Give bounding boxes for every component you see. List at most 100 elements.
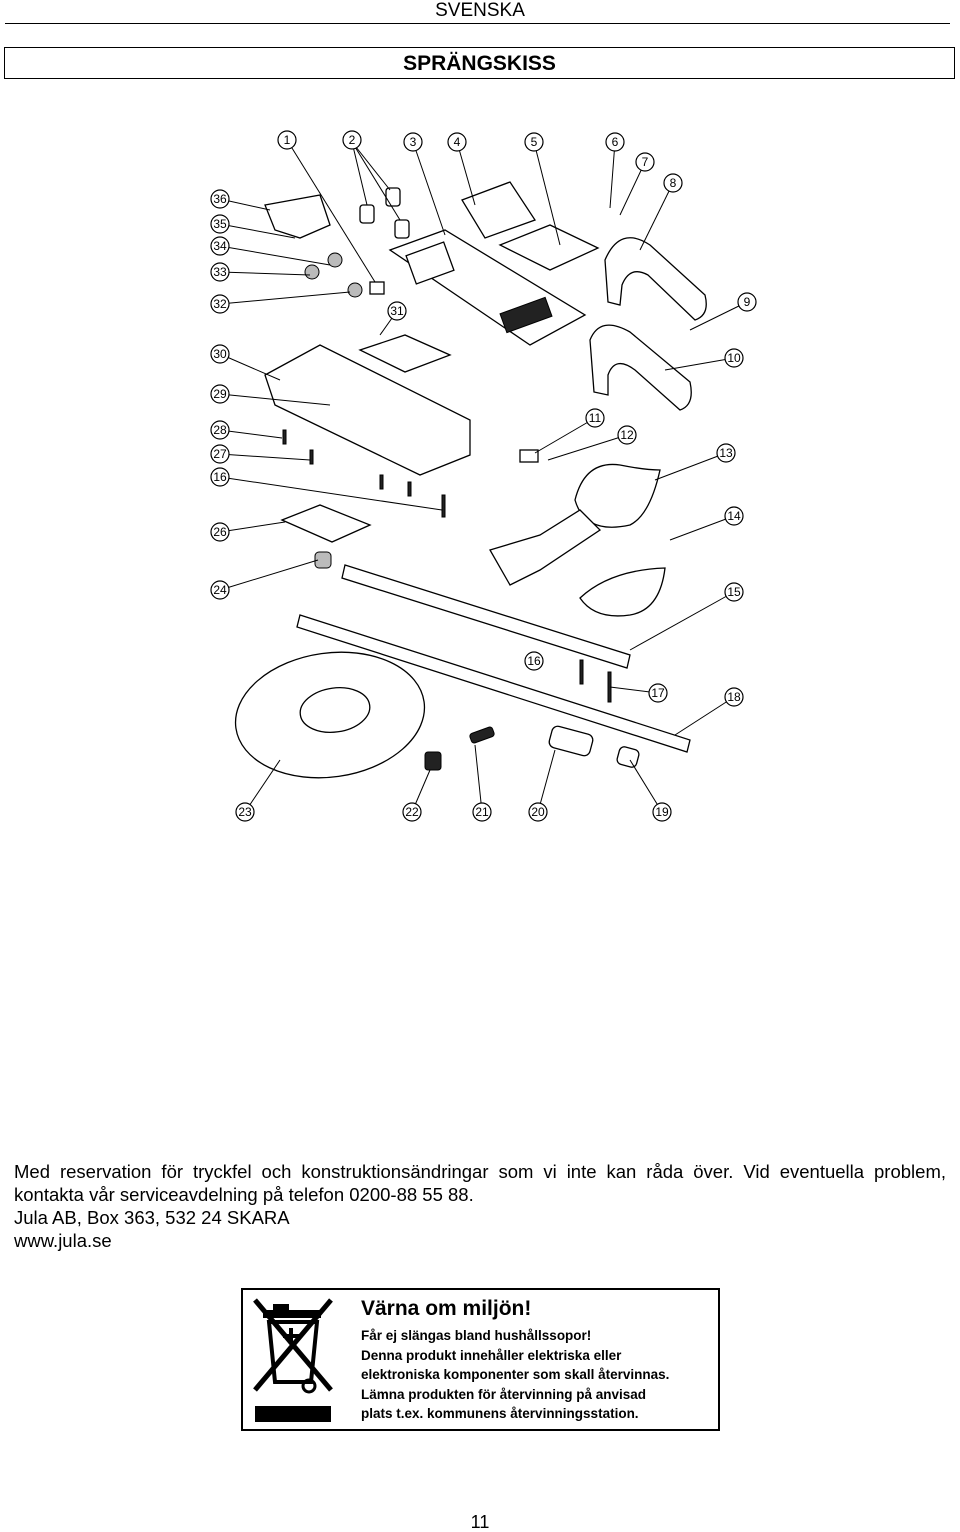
callout-32: 32 <box>210 294 230 314</box>
callout-11: 11 <box>585 408 605 428</box>
part-screw-f <box>579 659 584 685</box>
notice-line-2: Denna produkt innehåller elektriska elle… <box>361 1347 622 1363</box>
svg-text:19: 19 <box>655 805 669 819</box>
notice-line-5: plats t.ex. kommunens återvinningsstatio… <box>361 1406 639 1421</box>
callout-35: 35 <box>210 214 230 234</box>
part-housing <box>264 344 471 476</box>
svg-text:33: 33 <box>213 265 227 279</box>
callout-13: 13 <box>716 443 736 463</box>
part-coil-bolt <box>469 726 495 744</box>
part-meter <box>264 194 331 239</box>
callout-1: 1 <box>277 130 297 150</box>
part-circuit-board <box>358 334 452 373</box>
callout-23: 23 <box>235 802 255 822</box>
svg-text:24: 24 <box>213 583 227 597</box>
svg-text:6: 6 <box>612 135 619 149</box>
callout-16-housing: 16 <box>210 467 230 487</box>
svg-text:18: 18 <box>727 690 741 704</box>
part-speaker-grill <box>499 296 553 334</box>
svg-text:5: 5 <box>531 135 538 149</box>
callout-19: 19 <box>652 802 672 822</box>
callout-31: 31 <box>387 301 407 321</box>
svg-text:21: 21 <box>475 805 489 819</box>
part-lcd-cover <box>461 181 536 239</box>
svg-text:29: 29 <box>213 387 227 401</box>
svg-text:22: 22 <box>405 805 419 819</box>
callout-29: 29 <box>210 384 230 404</box>
part-lower-shaft <box>296 614 691 753</box>
part-switch <box>369 281 385 295</box>
part-shaft-sleeve <box>548 725 594 757</box>
page-title: SPRÄNGSKISS <box>4 47 955 79</box>
part-knob-a <box>304 264 320 280</box>
crossed-out-wheelie-bin-icon <box>253 1298 333 1422</box>
callout-20: 20 <box>528 802 548 822</box>
callout-28: 28 <box>210 420 230 440</box>
part-knob-c <box>347 282 363 298</box>
callout-15: 15 <box>724 582 744 602</box>
svg-text:2: 2 <box>349 133 356 147</box>
part-lock-spring <box>314 551 332 569</box>
notice-line-4: Lämna produkten för återvinning på anvis… <box>361 1386 647 1402</box>
part-screw-a <box>282 429 287 445</box>
part-screw-b <box>309 449 314 465</box>
svg-text:13: 13 <box>719 446 733 460</box>
svg-text:27: 27 <box>213 447 227 461</box>
svg-text:1: 1 <box>284 133 291 147</box>
callout-27: 27 <box>210 444 230 464</box>
part-cap-c <box>394 219 410 239</box>
part-mounting-plate <box>498 224 600 271</box>
disclaimer-block: Med reservation för tryckfel och konstru… <box>14 1160 946 1252</box>
part-upper-shaft <box>341 564 631 669</box>
callout-7: 7 <box>635 152 655 172</box>
part-cap-b <box>385 187 401 207</box>
part-cap-a <box>359 204 375 224</box>
svg-text:14: 14 <box>727 509 741 523</box>
part-cuff-pad <box>579 567 666 617</box>
part-knob-b <box>327 252 343 268</box>
callout-3: 3 <box>403 132 423 152</box>
notice-heading: Värna om miljön! <box>361 1297 532 1320</box>
part-handle-top <box>604 237 707 321</box>
svg-text:16: 16 <box>213 470 227 484</box>
svg-text:12: 12 <box>620 428 634 442</box>
svg-text:28: 28 <box>213 423 227 437</box>
part-coil-center <box>299 687 371 733</box>
svg-text:23: 23 <box>238 805 252 819</box>
notice-line-3: elektroniska komponenter som skall återv… <box>361 1367 670 1382</box>
svg-text:32: 32 <box>213 297 227 311</box>
callout-26: 26 <box>210 522 230 542</box>
part-screw-d <box>407 481 412 497</box>
svg-text:26: 26 <box>213 525 227 539</box>
callout-36: 36 <box>210 189 230 209</box>
callout-33: 33 <box>210 262 230 282</box>
header-rule <box>5 23 950 24</box>
company-website: www.jula.se <box>14 1230 112 1251</box>
svg-text:20: 20 <box>531 805 545 819</box>
svg-text:34: 34 <box>213 239 227 253</box>
svg-text:7: 7 <box>642 155 649 169</box>
callout-9: 9 <box>737 292 757 312</box>
part-screw-c <box>379 474 384 490</box>
callout-18: 18 <box>724 687 744 707</box>
svg-text:3: 3 <box>410 135 417 149</box>
language-label: SVENSKA <box>435 0 525 21</box>
callout-6: 6 <box>605 132 625 152</box>
part-elbow-rest <box>489 509 602 586</box>
environment-notice: Värna om miljön! Får ej slängas bland hu… <box>241 1288 720 1431</box>
svg-text:10: 10 <box>727 351 741 365</box>
part-display-window <box>405 241 455 285</box>
part-arm-cuff <box>574 463 661 528</box>
svg-text:15: 15 <box>727 585 741 599</box>
callout-22: 22 <box>402 802 422 822</box>
notice-text: Värna om miljön! Får ej slängas bland hu… <box>361 1296 713 1424</box>
svg-text:30: 30 <box>213 347 227 361</box>
notice-line-1: Får ej slängas bland hushållssopor! <box>361 1328 592 1343</box>
disclaimer-text: Med reservation för tryckfel och konstru… <box>14 1161 946 1205</box>
part-push-button <box>519 449 539 463</box>
part-screw-e <box>441 494 446 518</box>
parts <box>234 181 707 779</box>
callout-8: 8 <box>663 173 683 193</box>
callout-12: 12 <box>617 425 637 445</box>
callout-30: 30 <box>210 344 230 364</box>
